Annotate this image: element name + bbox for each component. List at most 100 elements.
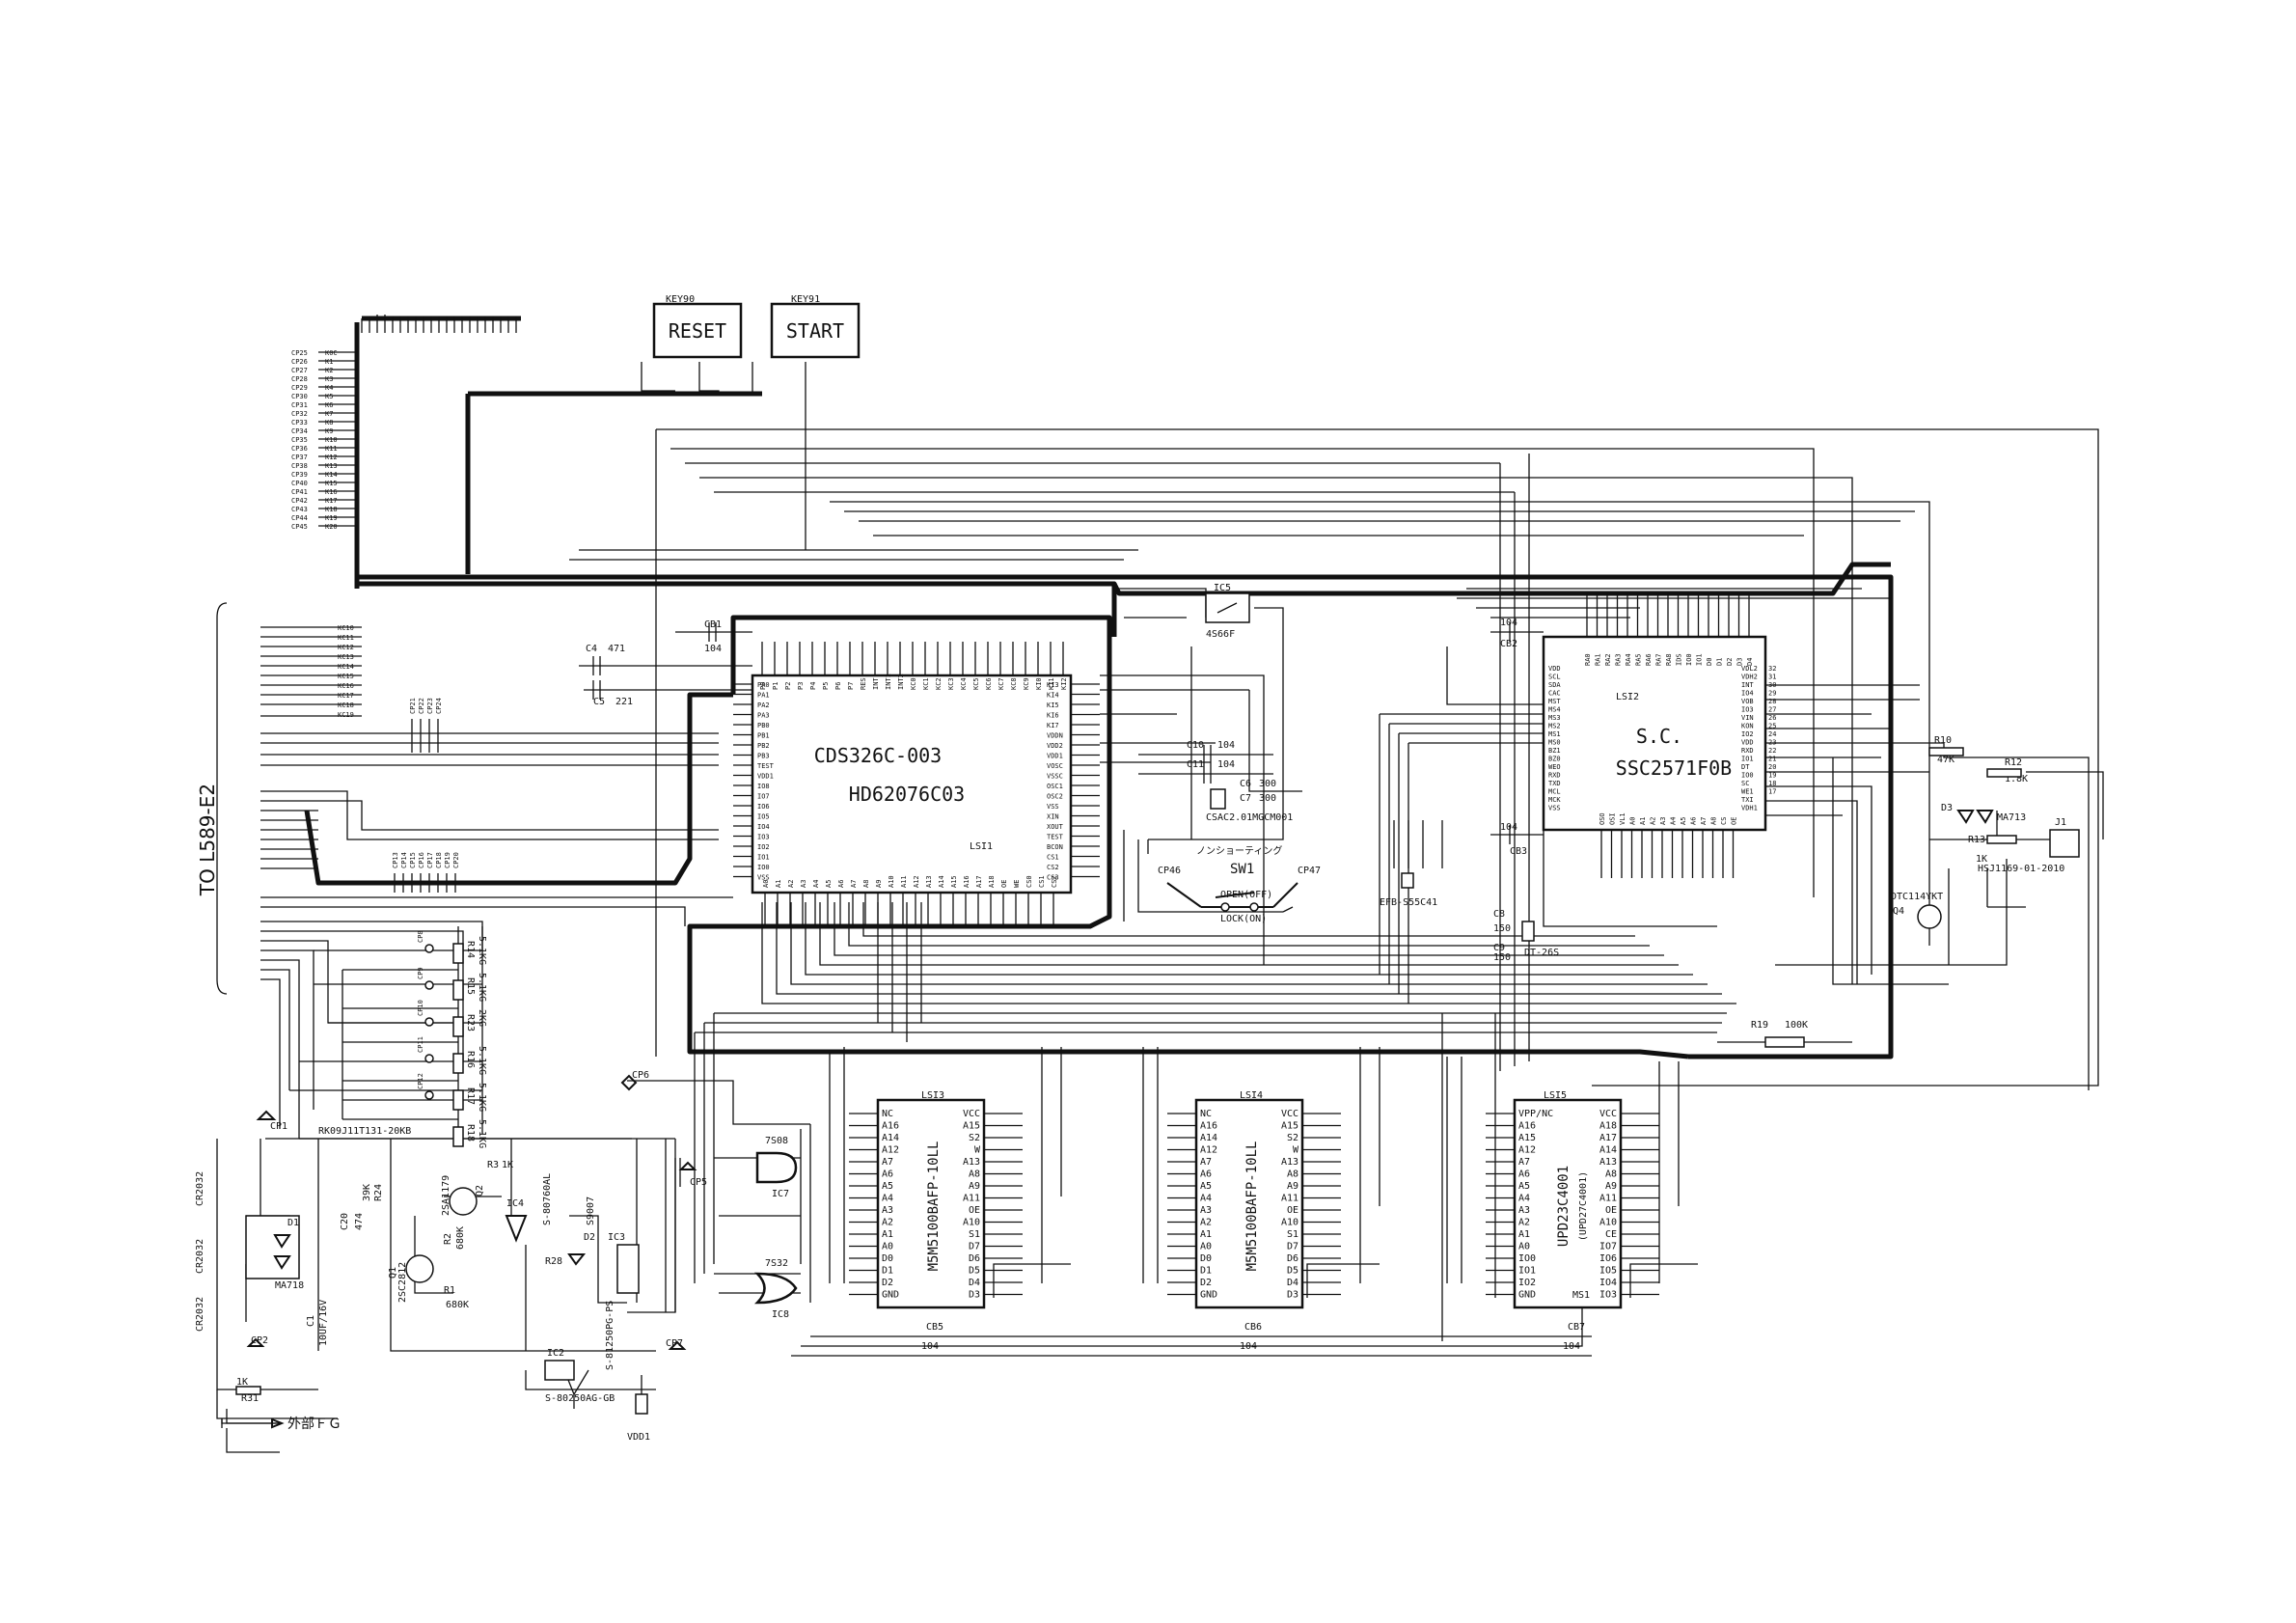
- connector-k-label: KC18: [338, 701, 354, 709]
- c20-label: C20: [340, 1213, 350, 1230]
- lsi2-bottom-pin: A3: [1659, 817, 1667, 825]
- lsi2-right-number: 29: [1768, 690, 1776, 698]
- lsi1-left-pin: IO0: [757, 864, 770, 871]
- lsi5-right-pin: A9: [1605, 1181, 1617, 1192]
- lsi5-left-pin: A6: [1518, 1169, 1530, 1180]
- lsi4-left-pin: A6: [1200, 1169, 1212, 1180]
- ic4-detector: IC4 S-80760AL: [505, 1173, 553, 1243]
- ic4-ref: IC4: [506, 1198, 524, 1209]
- lsi1-bottom-pin: A13: [925, 875, 933, 888]
- lsi1-right-pin: VDD2: [1047, 742, 1063, 750]
- lsi3-right-pin: A11: [963, 1194, 980, 1204]
- lsi2-left-pin: VSS: [1548, 805, 1561, 812]
- c7-label: C7: [1240, 793, 1251, 804]
- lsi5-right-pin: A11: [1599, 1194, 1617, 1204]
- start-key-label: START: [786, 319, 844, 343]
- lsi4-ref: LSI4: [1240, 1090, 1263, 1101]
- lsi1-top-pin: P2: [784, 682, 792, 690]
- small-cp-label: CP8: [417, 930, 424, 943]
- lsi1-top-pin: KC4: [960, 677, 968, 690]
- r31-value: 1K: [236, 1377, 248, 1388]
- header-cp-label: CP27: [291, 367, 308, 374]
- connector-label: TO L589-E2: [196, 784, 219, 896]
- lsi3-left-pin: NC: [882, 1109, 893, 1119]
- sw1-switch[interactable]: ノンショーティング SW1 CP46 CP47 OPEN(OFF) LOCK(O…: [1158, 844, 1321, 924]
- lsi3-right-pin: D3: [969, 1290, 980, 1301]
- lsi4-right-pin: D3: [1287, 1290, 1298, 1301]
- pot-value: 5.1KG: [477, 1046, 487, 1075]
- c11-label: C11: [1187, 759, 1204, 770]
- d3-ref: D3: [1941, 803, 1953, 813]
- lsi2-right-number: 17: [1768, 788, 1776, 796]
- reset-key[interactable]: KEY90 RESET: [652, 294, 743, 359]
- lsi2-top-pin: D1: [1716, 658, 1724, 666]
- lsi2-part1: S.C.: [1636, 725, 1682, 748]
- lsi2-left-pin: BZ0: [1548, 756, 1561, 763]
- lsi4-right-pin: A13: [1281, 1157, 1298, 1168]
- ic3-regulator: IC3 S-81250PG-PS: [605, 1232, 640, 1370]
- sw1-jp: ノンショーティング: [1196, 844, 1282, 857]
- sw1-cp46: CP46: [1158, 866, 1181, 876]
- lsi2-right-pin: IO3: [1741, 706, 1754, 714]
- header-cp-label: CP39: [291, 471, 308, 479]
- cp-mid-label: CP24: [435, 698, 443, 714]
- lsi1-top-pin: KC5: [972, 677, 980, 690]
- lsi3-left-pin: A5: [882, 1181, 893, 1192]
- lsi2-top-pin: RA0: [1584, 653, 1592, 666]
- lsi5-right-pin: A8: [1605, 1169, 1617, 1180]
- lsi1-left-pin: IO5: [757, 813, 770, 821]
- lsi5-left-pin: IO1: [1518, 1266, 1536, 1277]
- external-fg: 外部ＦＧ: [287, 1417, 342, 1432]
- lsi4-left-pin: A3: [1200, 1205, 1212, 1216]
- lsi4-right-pin: A8: [1287, 1169, 1298, 1180]
- c5-label: C5: [593, 697, 605, 707]
- lsi2-right-number: 31: [1768, 674, 1776, 681]
- cp6-label: CP6: [632, 1070, 649, 1081]
- lsi2-right-number: 24: [1768, 730, 1776, 738]
- lsi2-top-pin: RA6: [1645, 653, 1653, 666]
- header-k-label: K18: [325, 506, 338, 513]
- c4-label: C4: [586, 644, 597, 654]
- lsi1-right-pin: OSC1: [1047, 783, 1063, 790]
- lsi2-left-pin: SDA: [1548, 681, 1561, 689]
- header-cp-label: CP33: [291, 419, 308, 426]
- start-key[interactable]: KEY91 START: [770, 294, 861, 359]
- reset-key-label: RESET: [669, 319, 726, 343]
- ic7-gate: 7S08 IC7: [755, 1136, 798, 1199]
- lsi2-left-pin: MST: [1548, 698, 1561, 705]
- ic3-part: S-81250PG-PS: [605, 1301, 615, 1370]
- lsi4-left-pin: A5: [1200, 1181, 1212, 1192]
- d1-diode: D1 MA718: [245, 1215, 304, 1291]
- lsi1-left-pin: IO7: [757, 793, 770, 801]
- lsi4-left-pin: A0: [1200, 1242, 1212, 1252]
- lsi3-right-pin: D4: [969, 1278, 980, 1288]
- c9-label: C9: [1493, 943, 1505, 953]
- c1-label: C1: [306, 1315, 316, 1327]
- cr-1: CR2032: [195, 1171, 205, 1206]
- header-k-label: K3: [325, 375, 333, 383]
- lsi1-bottom-pin: A4: [812, 880, 820, 888]
- lsi1-right-pin: VDD1: [1047, 753, 1063, 760]
- lsi1-top-pin: P1: [772, 682, 779, 690]
- lsi1-top-pin: KC0: [910, 677, 917, 690]
- c11-value: 104: [1217, 759, 1235, 770]
- x2-part: DT-26S: [1524, 948, 1559, 958]
- r19-label: R19: [1751, 1020, 1768, 1031]
- small-cp-label: CP9: [417, 967, 424, 979]
- lsi2-right-pin: VIN: [1741, 714, 1754, 722]
- r12-value: 1.8K: [2005, 774, 2028, 784]
- lsi4-sram: LSI4 M5M5100BAFP-10LL NCA16A14A12A7A6A5A…: [1167, 1090, 1341, 1352]
- c20-value: 474: [354, 1213, 365, 1230]
- r1-label: R1: [444, 1285, 455, 1296]
- d2-part: S9007: [586, 1197, 596, 1225]
- lsi3-right-pin: D7: [969, 1242, 980, 1252]
- lsi1-left-pin: IO2: [757, 843, 770, 851]
- lsi1-left-pin: IO6: [757, 803, 770, 811]
- lsi1-left-pin: PA3: [757, 712, 770, 720]
- lsi2-left-pin: MS4: [1548, 706, 1561, 714]
- lsi1-bottom-pin: CS1: [1038, 875, 1046, 888]
- lsi2-top-pin: RA3: [1615, 653, 1623, 666]
- lsi1-right-pin: XIN: [1047, 813, 1059, 821]
- lsi2-right-pin: WE1: [1741, 788, 1754, 796]
- lsi5-left-pin: A0: [1518, 1242, 1530, 1252]
